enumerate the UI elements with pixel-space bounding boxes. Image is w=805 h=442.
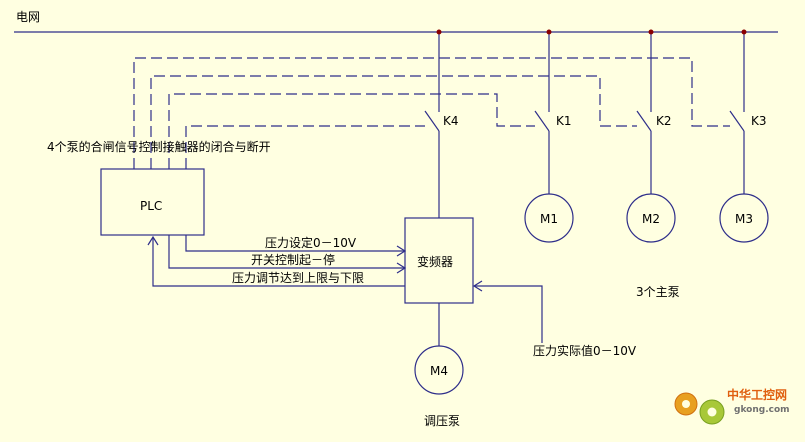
gear-icon [674, 392, 725, 425]
motor-m3 [719, 193, 769, 243]
vfd-box [404, 217, 474, 304]
switch-label-k1: K1 [556, 114, 572, 128]
motor-label-m2: M2 [642, 212, 660, 226]
contactor-signal-label: 4个泵的合闸信号控制接触器的闭合与断开 [47, 139, 271, 154]
switch-label-k4: K4 [443, 114, 459, 128]
motor-label-m3: M3 [735, 212, 753, 226]
watermark-url: gkong.com [734, 405, 790, 415]
plc-label: PLC [140, 199, 162, 213]
switch-label-k3: K3 [751, 114, 767, 128]
regulating-pump-label: 调压泵 [424, 414, 460, 428]
switch-k1 [534, 110, 550, 132]
plc-box [100, 168, 205, 236]
watermark-logo: 中华工控网 gkong.com [674, 387, 790, 425]
switch-label-k2: K2 [656, 114, 672, 128]
switch-k2 [636, 110, 652, 132]
pressure-setpoint-label: 压力设定0－10V [265, 235, 357, 250]
switch-k3 [729, 110, 745, 132]
grid-label: 电网 [16, 10, 40, 24]
motor-m1 [524, 193, 574, 243]
motor-label-m4: M4 [430, 364, 448, 378]
motor-m2 [626, 193, 676, 243]
vfd-label: 变频器 [417, 254, 453, 269]
switch-k4 [424, 110, 440, 132]
start-stop-label: 开关控制起－停 [251, 252, 335, 267]
watermark-brand: 中华工控网 [727, 387, 787, 402]
pressure-feedback-label: 压力实际值0－10V [533, 343, 637, 358]
motor-label-m1: M1 [540, 212, 558, 226]
main-pumps-label: 3个主泵 [636, 285, 680, 299]
pressure-limits-label: 压力调节达到上限与下限 [232, 271, 364, 285]
